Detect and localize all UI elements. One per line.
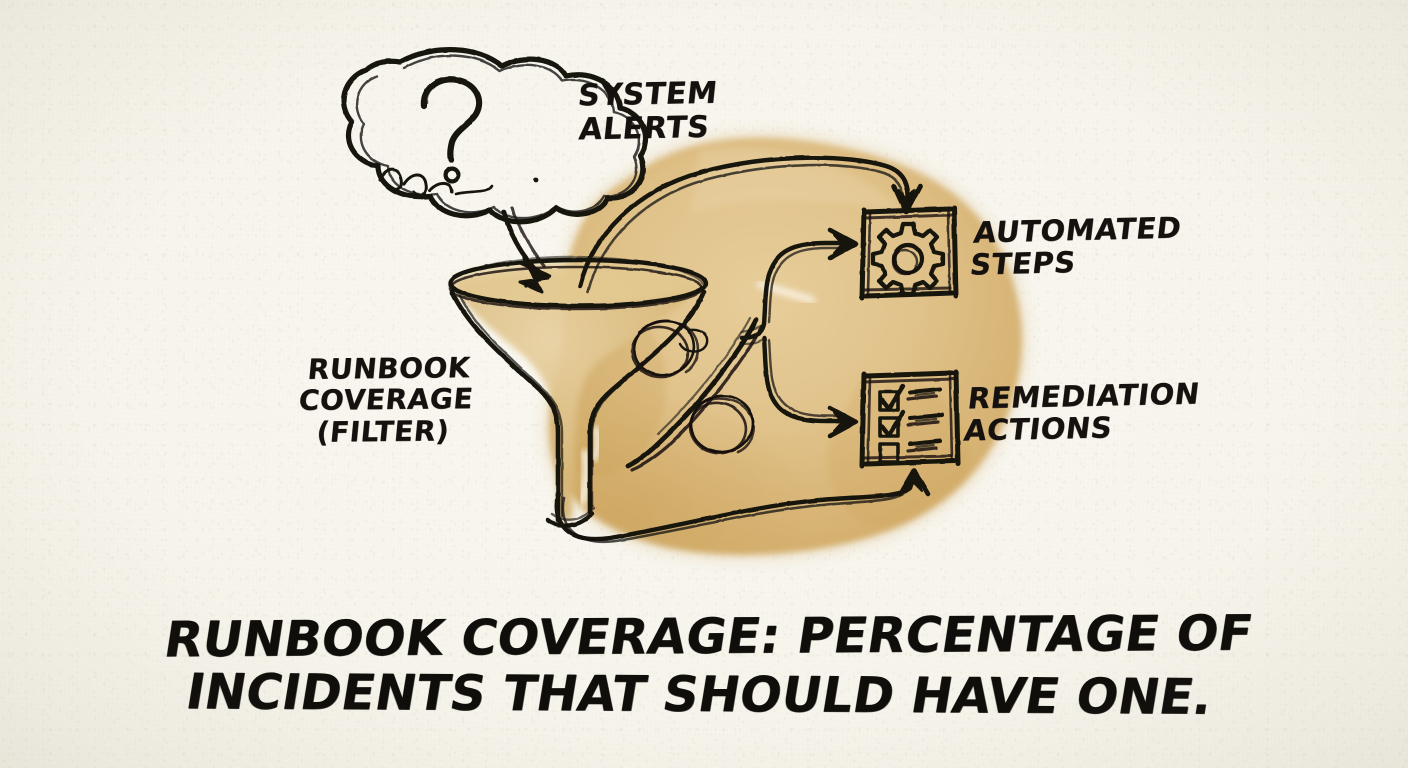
caption: RUNBOOK COVERAGE: PERCENTAGE OF INCIDENT…: [0, 605, 1408, 726]
caption-line-1: RUNBOOK COVERAGE: PERCENTAGE OF: [160, 604, 1257, 669]
checklist-row-2: [878, 409, 944, 438]
label-system-alerts: SYSTEM ALERTS: [576, 75, 720, 147]
label-remediation-actions: REMEDIATION ACTIONS: [962, 376, 1202, 448]
funnel-filter: [447, 255, 709, 528]
thought-cloud: [341, 47, 649, 225]
caption-line-2: INCIDENTS THAT SHOULD HAVE ONE.: [182, 663, 1217, 726]
label-automated-steps: AUTOMATED STEPS: [968, 210, 1184, 283]
remediation-actions-box: [859, 369, 961, 469]
funnel-watercolor-fill: [452, 262, 700, 520]
percent-symbol: [625, 316, 764, 472]
checklist-row-3: [878, 439, 942, 464]
arrow-funnel-to-automated-top: [577, 155, 923, 294]
automated-steps-box: [859, 205, 959, 301]
gear-icon: [870, 221, 946, 297]
label-runbook-coverage-filter: RUNBOOK COVERAGE (FILTER): [297, 351, 475, 449]
arrow-funnel-to-remediation-bottom: [554, 467, 931, 544]
checklist-row-1: [878, 383, 942, 412]
branch-fork-connector: [739, 227, 859, 439]
